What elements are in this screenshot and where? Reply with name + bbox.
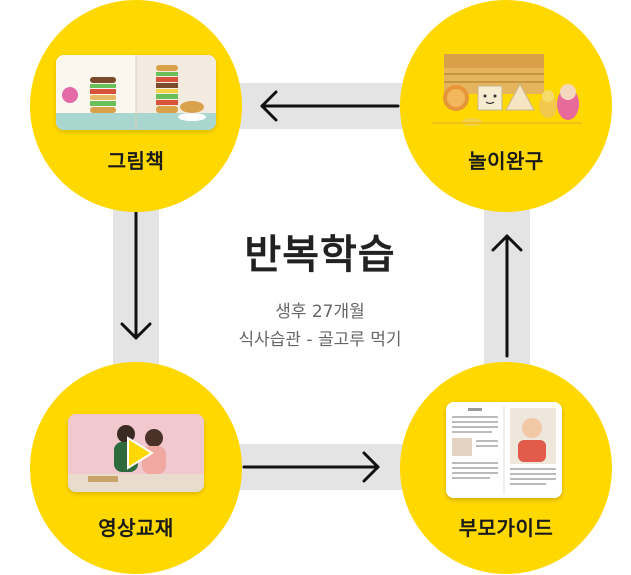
- video-label: 영상교재: [98, 516, 174, 540]
- arrow-right-bottom: [242, 451, 380, 483]
- picture-book-illustration: [56, 55, 216, 130]
- video-thumbnail: [68, 414, 204, 492]
- parent-guide-thumbnail: [446, 402, 562, 498]
- play-toy-label: 놀이완구: [468, 149, 544, 173]
- parent-guide-label: 부모가이드: [458, 516, 554, 540]
- play-toy-illustration: [432, 54, 582, 126]
- parent-guide-illustration: [446, 402, 562, 498]
- play-toy-thumbnail: [432, 48, 582, 133]
- video-illustration: [68, 414, 204, 492]
- node-picture-book[interactable]: 그림책: [30, 0, 242, 212]
- center-subtitle-line2: 식사습관 - 골고루 먹기: [238, 330, 402, 350]
- picture-book-thumbnail: [56, 55, 216, 130]
- arrow-left-top: [260, 90, 400, 122]
- node-play-toy[interactable]: 놀이완구: [400, 0, 612, 212]
- arrow-down-left: [120, 210, 152, 340]
- play-icon: [127, 436, 154, 470]
- center-title: 반복학습: [244, 232, 396, 278]
- node-parent-guide[interactable]: 부모가이드: [400, 362, 612, 574]
- node-video[interactable]: 영상교재: [30, 362, 242, 574]
- arrow-up-right: [491, 234, 523, 358]
- center-subtitle-line1: 생후 27개월: [275, 302, 365, 322]
- picture-book-label: 그림책: [107, 149, 165, 173]
